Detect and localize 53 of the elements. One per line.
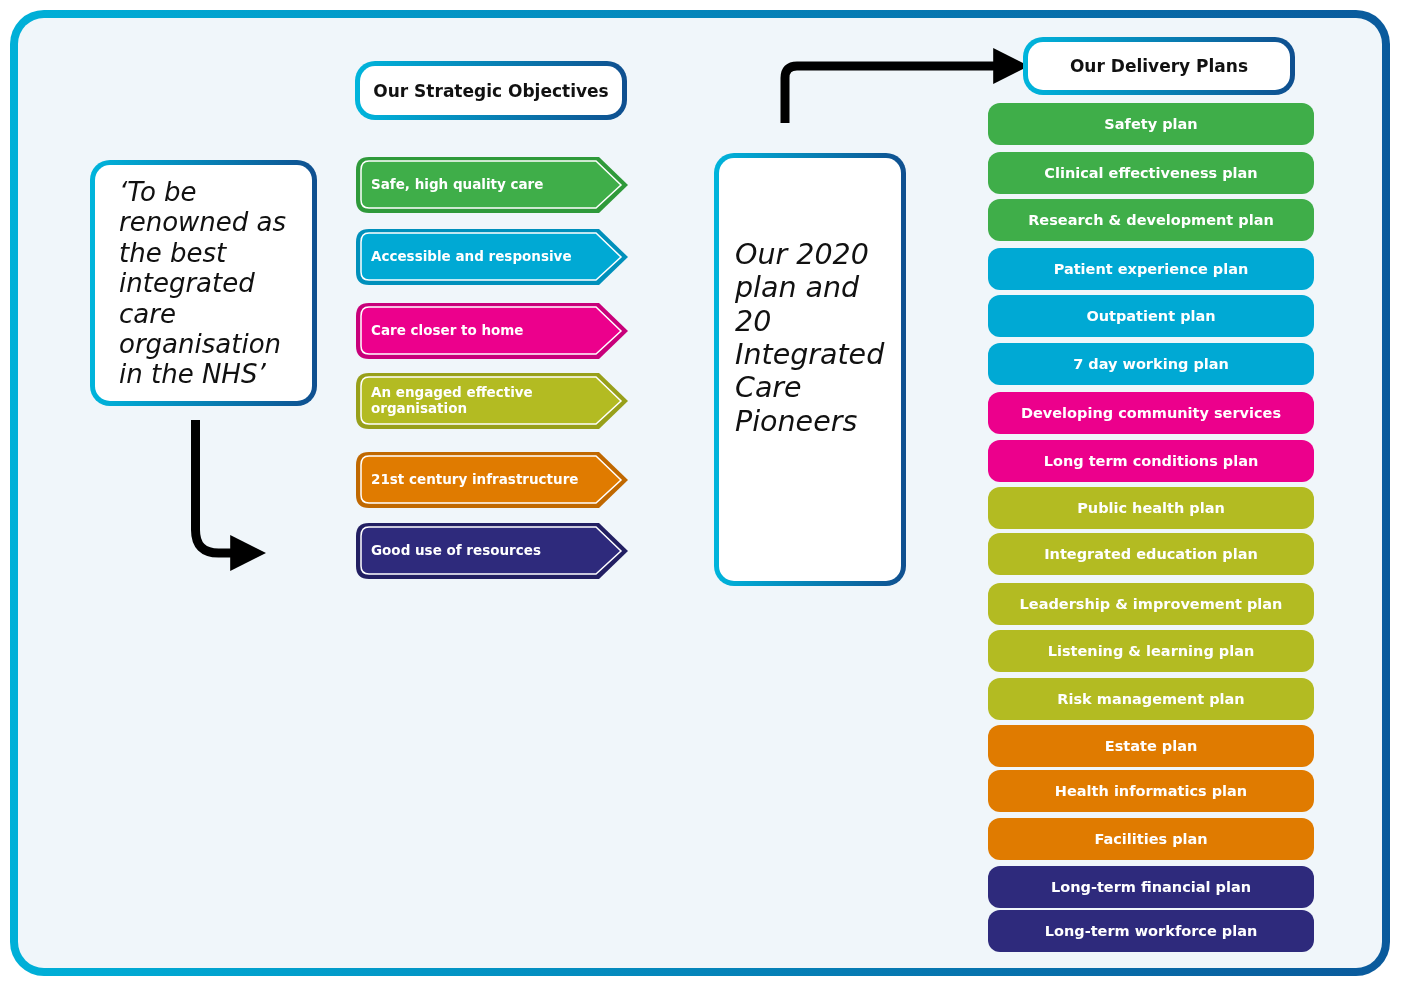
objective-banner <box>355 372 629 430</box>
plan-bar <box>988 678 1314 720</box>
plan-statement: Our 2020 plan and 20 Integrated Care Pioneers <box>735 238 886 439</box>
plan-text: Developing community services <box>1020 405 1282 421</box>
plan-text: 7 day working plan <box>1073 356 1229 372</box>
plan-text: Research & development plan <box>1028 212 1274 228</box>
plan-bar <box>988 533 1314 575</box>
plan-text: Listening & learning plan <box>1047 643 1255 659</box>
plan-text: Health informatics plan <box>1054 783 1248 799</box>
plan-bar <box>988 295 1314 337</box>
objective-banner <box>355 522 629 580</box>
vision-statement: ‘To be renowned as the best integrated care organisation in the NHS’ <box>119 177 288 390</box>
plan-text: Public health plan <box>1077 500 1225 516</box>
plan-text: Patient experience plan <box>1053 261 1249 277</box>
plan-bar <box>988 392 1314 434</box>
plan-text: Leadership & improvement plan <box>1019 596 1283 612</box>
objective-text: 21st century infrastructure <box>371 472 580 488</box>
plan-bar <box>988 343 1314 385</box>
heading-text: Our Delivery Plans <box>1069 56 1249 76</box>
plan-text: Long-term financial plan <box>1051 879 1251 895</box>
plan-bar <box>988 818 1314 860</box>
plan-text: Risk management plan <box>1057 691 1245 707</box>
objective-banner <box>355 228 629 286</box>
plan-text: Clinical effectiveness plan <box>1044 165 1258 181</box>
objective-text: Good use of resources <box>371 543 542 559</box>
plan-bar <box>988 487 1314 529</box>
plan-bar <box>988 152 1314 194</box>
plan-bar <box>988 866 1314 908</box>
objective-text: An engaged effective organisation <box>371 385 534 417</box>
plan-bar <box>988 630 1314 672</box>
plan-bar <box>988 199 1314 241</box>
plan-text: Long-term workforce plan <box>1044 923 1258 939</box>
plan-text: Estate plan <box>1104 738 1198 754</box>
plan-text: Outpatient plan <box>1086 308 1216 324</box>
objective-banner <box>355 451 629 509</box>
plan-bar <box>988 583 1314 625</box>
plan-text: Integrated education plan <box>1044 546 1258 562</box>
plan-text: Long term conditions plan <box>1043 453 1259 469</box>
objective-banner <box>355 156 629 214</box>
plan-bar <box>988 770 1314 812</box>
objective-text: Safe, high quality care <box>371 177 545 193</box>
arrow <box>191 420 267 571</box>
objective-text: Accessible and responsive <box>371 249 573 265</box>
plan-text: Facilities plan <box>1094 831 1208 847</box>
plan-text: Safety plan <box>1104 116 1198 132</box>
heading-text: Our Strategic Objectives <box>373 80 609 101</box>
objective-banner <box>355 302 629 360</box>
plan-bar <box>988 910 1314 952</box>
plan-bar <box>988 440 1314 482</box>
plan-bar <box>988 248 1314 290</box>
objective-text: Care closer to home <box>371 323 525 339</box>
plan-bar <box>988 725 1314 767</box>
plan-bar <box>988 103 1314 145</box>
